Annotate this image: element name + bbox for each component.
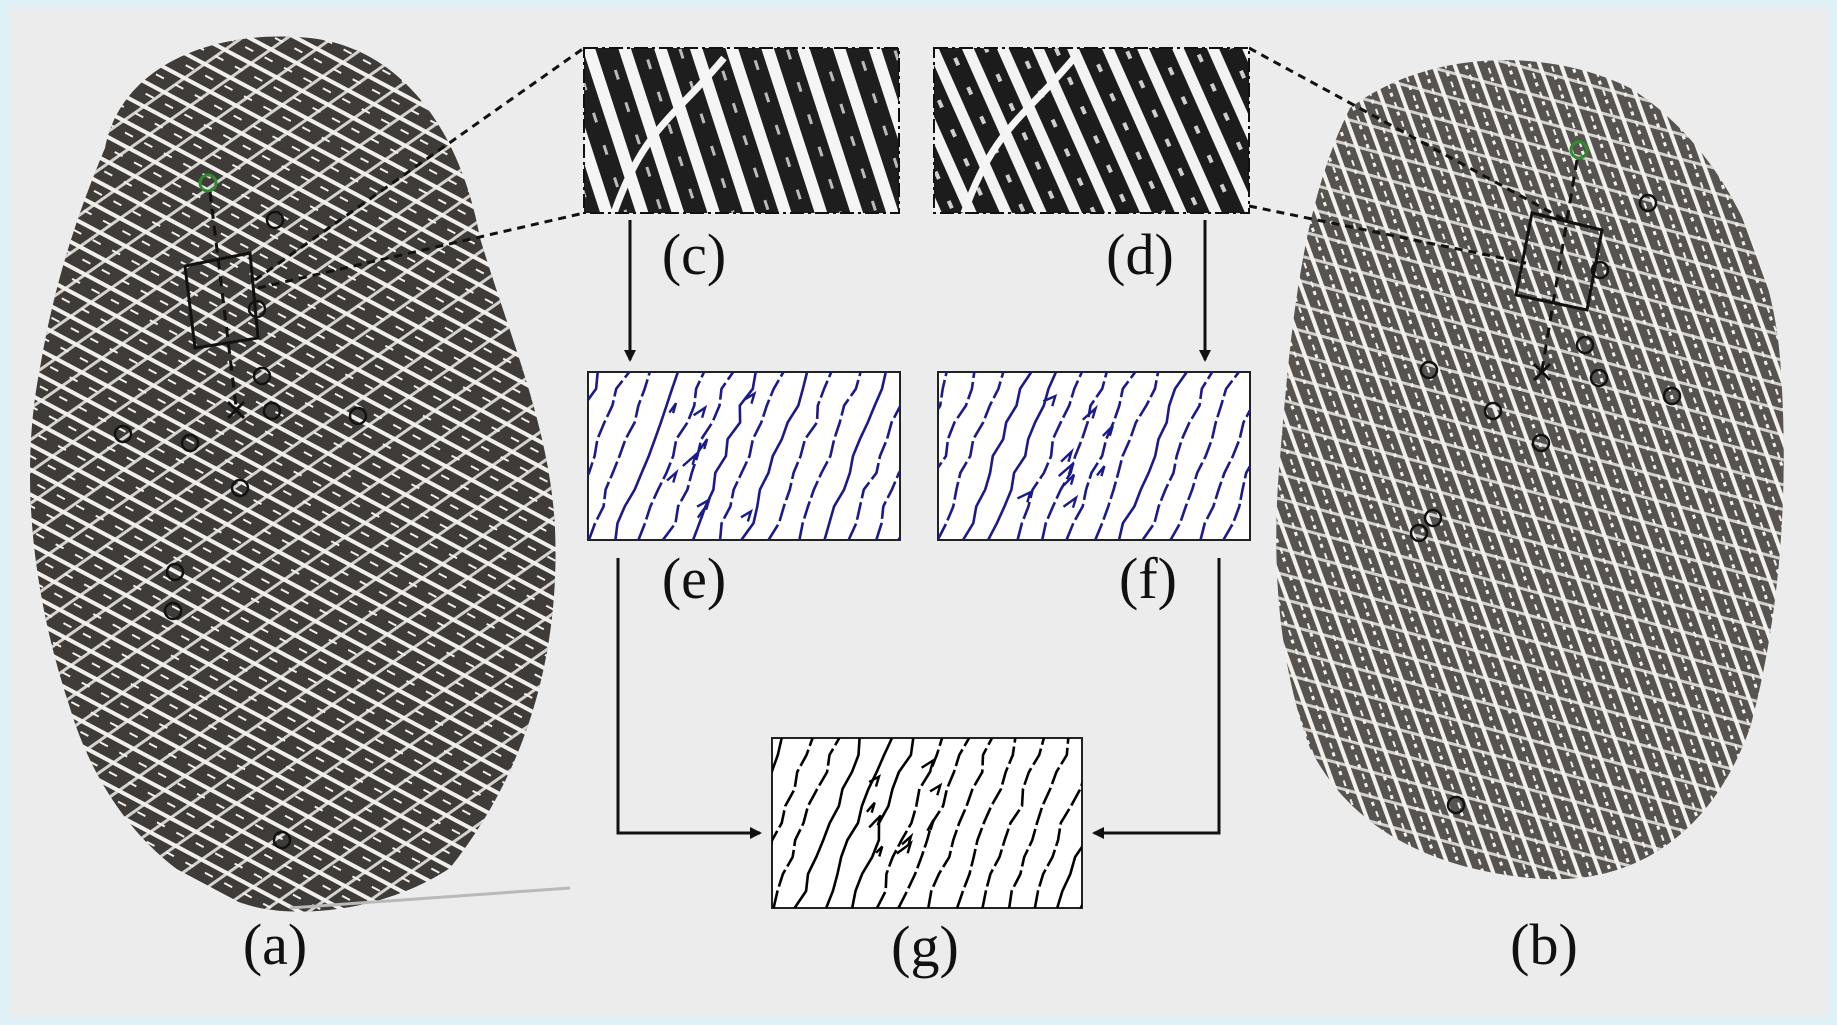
minutia-marker-b-8 bbox=[1423, 508, 1443, 528]
panel-label-c: (c) bbox=[661, 222, 727, 287]
minutia-marker-b-1 bbox=[1590, 260, 1610, 280]
panel-label-e: (e) bbox=[661, 546, 727, 611]
minutia-marker-b-10 bbox=[1446, 795, 1466, 815]
highlight-minutia-a bbox=[198, 173, 218, 193]
minutia-marker-b-0 bbox=[1638, 193, 1658, 213]
cross-marker-b bbox=[1532, 362, 1552, 382]
dashed-link-b bbox=[1540, 159, 1579, 371]
scanner-edge-line bbox=[289, 886, 571, 910]
minutia-marker-a-4 bbox=[348, 406, 368, 426]
minutia-marker-b-4 bbox=[1662, 386, 1682, 406]
dashed-link-a bbox=[208, 191, 238, 407]
minutia-marker-a-10 bbox=[272, 830, 292, 850]
minutia-marker-b-6 bbox=[1483, 401, 1503, 421]
roi-box-b bbox=[1514, 211, 1604, 312]
minutia-marker-a-6 bbox=[180, 433, 200, 453]
minutia-marker-b-3 bbox=[1589, 368, 1609, 388]
minutia-marker-b-2 bbox=[1575, 335, 1595, 355]
panel-label-g: (g) bbox=[891, 914, 959, 979]
minutia-marker-a-2 bbox=[252, 366, 272, 386]
minutia-marker-a-5 bbox=[113, 424, 133, 444]
minutia-marker-a-0 bbox=[265, 210, 285, 230]
zoom-line-b-bottom bbox=[1248, 204, 1527, 265]
patch-c bbox=[584, 48, 899, 213]
figure-canvas bbox=[30, 36, 1784, 912]
fingerprint-b-texture bbox=[1276, 60, 1784, 880]
arrow-e-to-g bbox=[616, 558, 762, 839]
minutia-marker-b-7 bbox=[1531, 433, 1551, 453]
panel-label-d: (d) bbox=[1106, 222, 1174, 287]
figure: (a) (b) (c) (d) (e) (f) (g) bbox=[10, 8, 1827, 1017]
patch-d-frame bbox=[933, 47, 1250, 214]
zoom-line-a-top bbox=[254, 46, 585, 282]
patch-d bbox=[934, 48, 1249, 213]
skeleton-f-ridges bbox=[938, 372, 1250, 540]
minutia-marker-b-5 bbox=[1419, 360, 1439, 380]
minutia-marker-b-9 bbox=[1409, 523, 1429, 543]
roi-box-a bbox=[183, 251, 260, 350]
minutia-marker-a-3 bbox=[262, 401, 282, 421]
arrow-f-to-g bbox=[1092, 558, 1221, 839]
panel-label-b: (b) bbox=[1510, 912, 1578, 977]
patch-c-frame bbox=[583, 47, 900, 214]
minutia-marker-a-8 bbox=[165, 562, 185, 582]
skeleton-g-ridges bbox=[772, 738, 1082, 908]
zoom-line-b-top bbox=[1248, 46, 1566, 222]
skeleton-g-frame bbox=[771, 737, 1083, 909]
panel-label-a: (a) bbox=[242, 912, 308, 977]
fingerprint-a-texture bbox=[30, 36, 556, 912]
cross-marker-a bbox=[226, 400, 246, 420]
panel-label-f: (f) bbox=[1119, 546, 1177, 611]
minutia-marker-a-9 bbox=[163, 601, 183, 621]
minutia-marker-a-7 bbox=[230, 478, 250, 498]
highlight-minutia-b bbox=[1569, 140, 1589, 160]
skeleton-e-ridges bbox=[588, 372, 900, 540]
skeleton-f-frame bbox=[937, 371, 1251, 541]
